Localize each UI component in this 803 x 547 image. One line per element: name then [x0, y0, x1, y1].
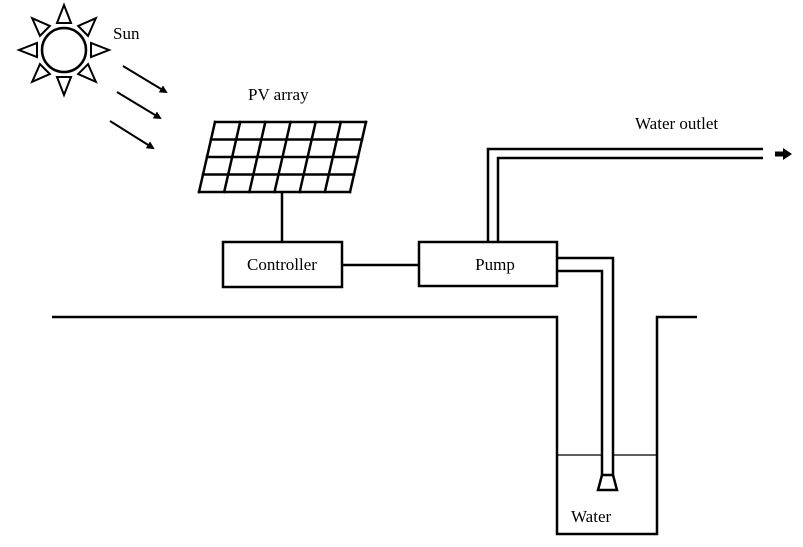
water-label: Water — [571, 507, 611, 526]
sun-ray — [55, 2, 73, 24]
sun-ray — [55, 76, 73, 98]
pv-grid-column-line — [222, 120, 242, 194]
outlet-pipe-inner — [496, 156, 763, 242]
pump-label: Pump — [475, 255, 515, 274]
pv-grid-column-line — [247, 120, 267, 194]
sun-ray — [90, 41, 112, 59]
sun-icon — [16, 2, 112, 98]
pv-grid-column-line — [273, 120, 292, 194]
intake-pipe-outer — [557, 256, 615, 475]
sun-ray — [76, 62, 98, 84]
sun-ray — [76, 16, 98, 38]
sun-label: Sun — [113, 24, 140, 43]
outlet-pipe-outer — [486, 147, 763, 242]
pv-array-label: PV array — [248, 85, 309, 104]
sun-ray — [16, 41, 38, 59]
pv-grid-column-line — [298, 120, 318, 194]
outlet-pipe — [486, 147, 763, 242]
sun-ray — [30, 16, 52, 38]
sunlight-arrow — [122, 65, 168, 94]
sun-ray — [30, 62, 52, 84]
controller-label: Controller — [247, 255, 317, 274]
pv-grid-column-line — [348, 120, 368, 194]
ground-line — [52, 315, 697, 536]
ground-and-well — [52, 315, 697, 536]
intake-pipe — [557, 256, 619, 492]
sunlight-arrow — [116, 91, 162, 120]
water-outlet-label: Water outlet — [635, 114, 718, 133]
pv-grid-column-line — [197, 120, 217, 194]
sun-disc — [40, 26, 88, 74]
pv-grid-column-line — [323, 120, 343, 194]
pv-array-icon — [197, 120, 368, 194]
intake-nozzle — [596, 473, 619, 492]
outlet-arrow-icon — [775, 148, 792, 160]
sunlight-arrows — [109, 65, 168, 150]
sunlight-arrow — [109, 120, 155, 150]
intake-pipe-inner — [557, 269, 604, 475]
